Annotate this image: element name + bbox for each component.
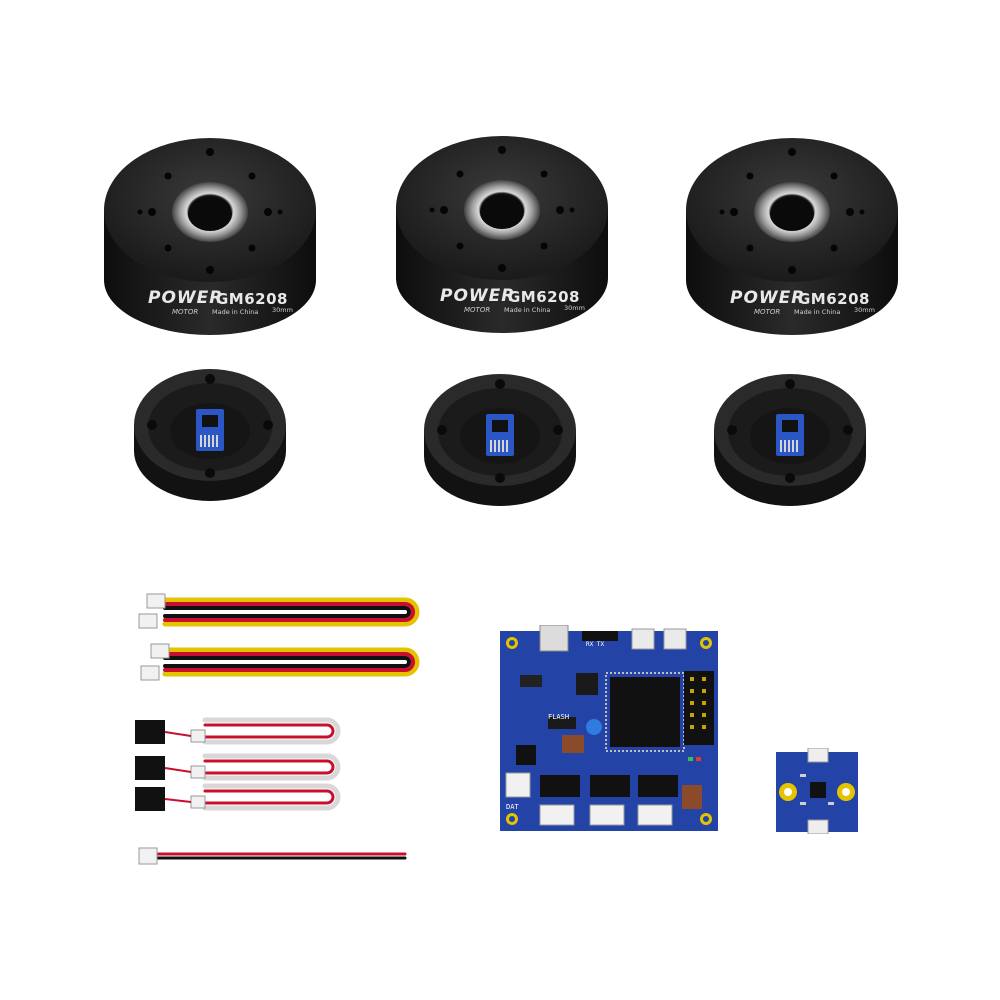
encoder-mount-2 [420, 370, 580, 510]
motor-3: POWER MOTOR GM6208 Made in China 30mm [682, 130, 902, 340]
motor-1-brand-sub: MOTOR [172, 308, 199, 316]
encoder-mount-graphic [714, 374, 866, 506]
motor-3-made: Made in China [794, 308, 841, 316]
motor-1-model: GM6208 [216, 290, 288, 308]
motor-2: POWER MOTOR GM6208 Made in China 30mm [392, 128, 612, 338]
motor-2-brand-sub: MOTOR [464, 306, 491, 314]
motor-2-model: GM6208 [508, 288, 580, 306]
cable-set [125, 590, 425, 880]
controller-board-graphic [500, 625, 718, 831]
board-label-dat: DAT [506, 803, 519, 811]
motor-1-made: Made in China [212, 308, 259, 316]
motor-1-graphic [104, 138, 316, 335]
motor-2-made: Made in China [504, 306, 551, 314]
motor-3-extra: 30mm [854, 306, 875, 314]
encoder-mount-graphic [424, 374, 576, 506]
controller-board: FLASH DAT RX TX [500, 625, 720, 835]
motor-1-extra: 30mm [272, 306, 293, 314]
board-label-flash: FLASH [548, 713, 570, 721]
encoder-mount-graphic [134, 369, 286, 501]
motor-2-graphic [396, 136, 608, 333]
motor-3-brand: POWER [730, 288, 806, 308]
imu-board [772, 748, 862, 834]
encoder-mount-3 [710, 370, 870, 510]
motor-3-model: GM6208 [798, 290, 870, 308]
motor-3-graphic [686, 138, 898, 335]
motor-3-brand-sub: MOTOR [754, 308, 781, 316]
motor-1-brand: POWER [148, 288, 224, 308]
motor-1: POWER MOTOR GM6208 Made in China 30mm [100, 130, 320, 340]
encoder-mount-1 [130, 365, 290, 505]
motor-2-extra: 30mm [564, 304, 585, 312]
board-label-rx: RX TX [586, 641, 605, 648]
cables-graphic [135, 593, 420, 865]
imu-board-graphic [776, 748, 858, 834]
motor-2-brand: POWER [440, 286, 516, 306]
